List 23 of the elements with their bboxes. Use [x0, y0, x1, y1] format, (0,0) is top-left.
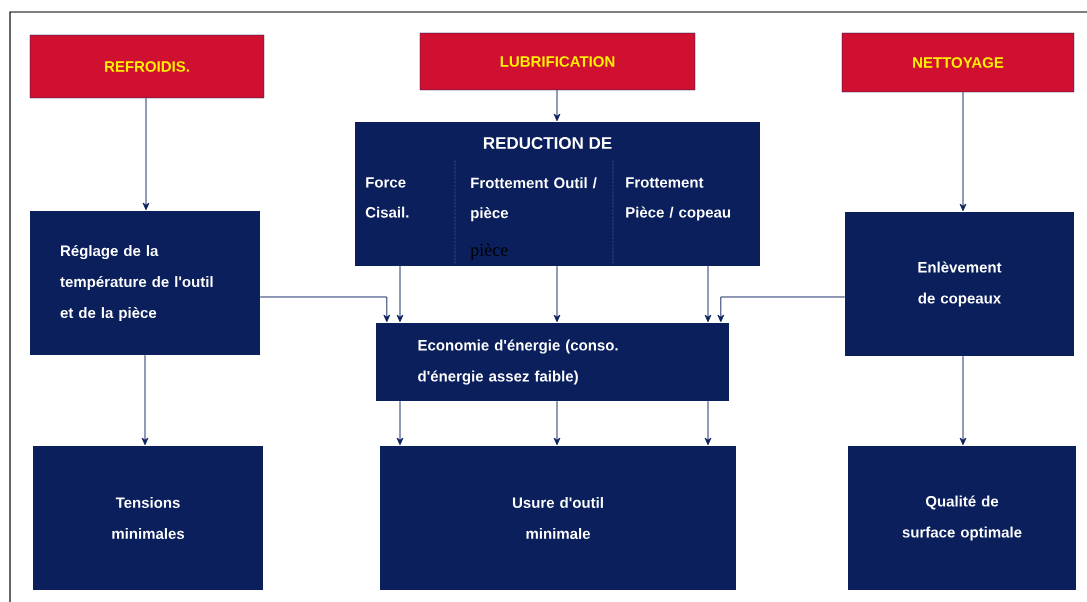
arrow [259, 296, 391, 323]
result-box: Qualité de surface optimale [848, 446, 1076, 590]
process-box: Economie d'énergie (conso. d'énergie assez faible) [376, 323, 729, 401]
arrow [396, 400, 404, 446]
result-box: Usure d'outil minimale [380, 446, 736, 590]
arrow [141, 354, 149, 446]
process-box: Réglage de la température de l'outil et de la pièce [30, 211, 260, 355]
arrow [717, 296, 846, 323]
arrow [959, 91, 967, 212]
arrow [553, 400, 561, 446]
arrow [142, 97, 150, 211]
process-box: Enlèvement de copeaux [845, 212, 1074, 356]
heading-box: REFROIDIS. [29, 34, 265, 99]
stray-text: pièce [470, 243, 508, 260]
heading-box: NETTOYAGE [841, 32, 1075, 93]
result-box: Tensions minimales [33, 446, 263, 590]
arrow [704, 265, 712, 323]
arrow [959, 355, 967, 446]
arrow [553, 89, 561, 122]
arrow [704, 400, 712, 446]
arrow [396, 265, 404, 323]
heading-box: LUBRIFICATION [419, 32, 696, 91]
arrow [553, 265, 561, 323]
